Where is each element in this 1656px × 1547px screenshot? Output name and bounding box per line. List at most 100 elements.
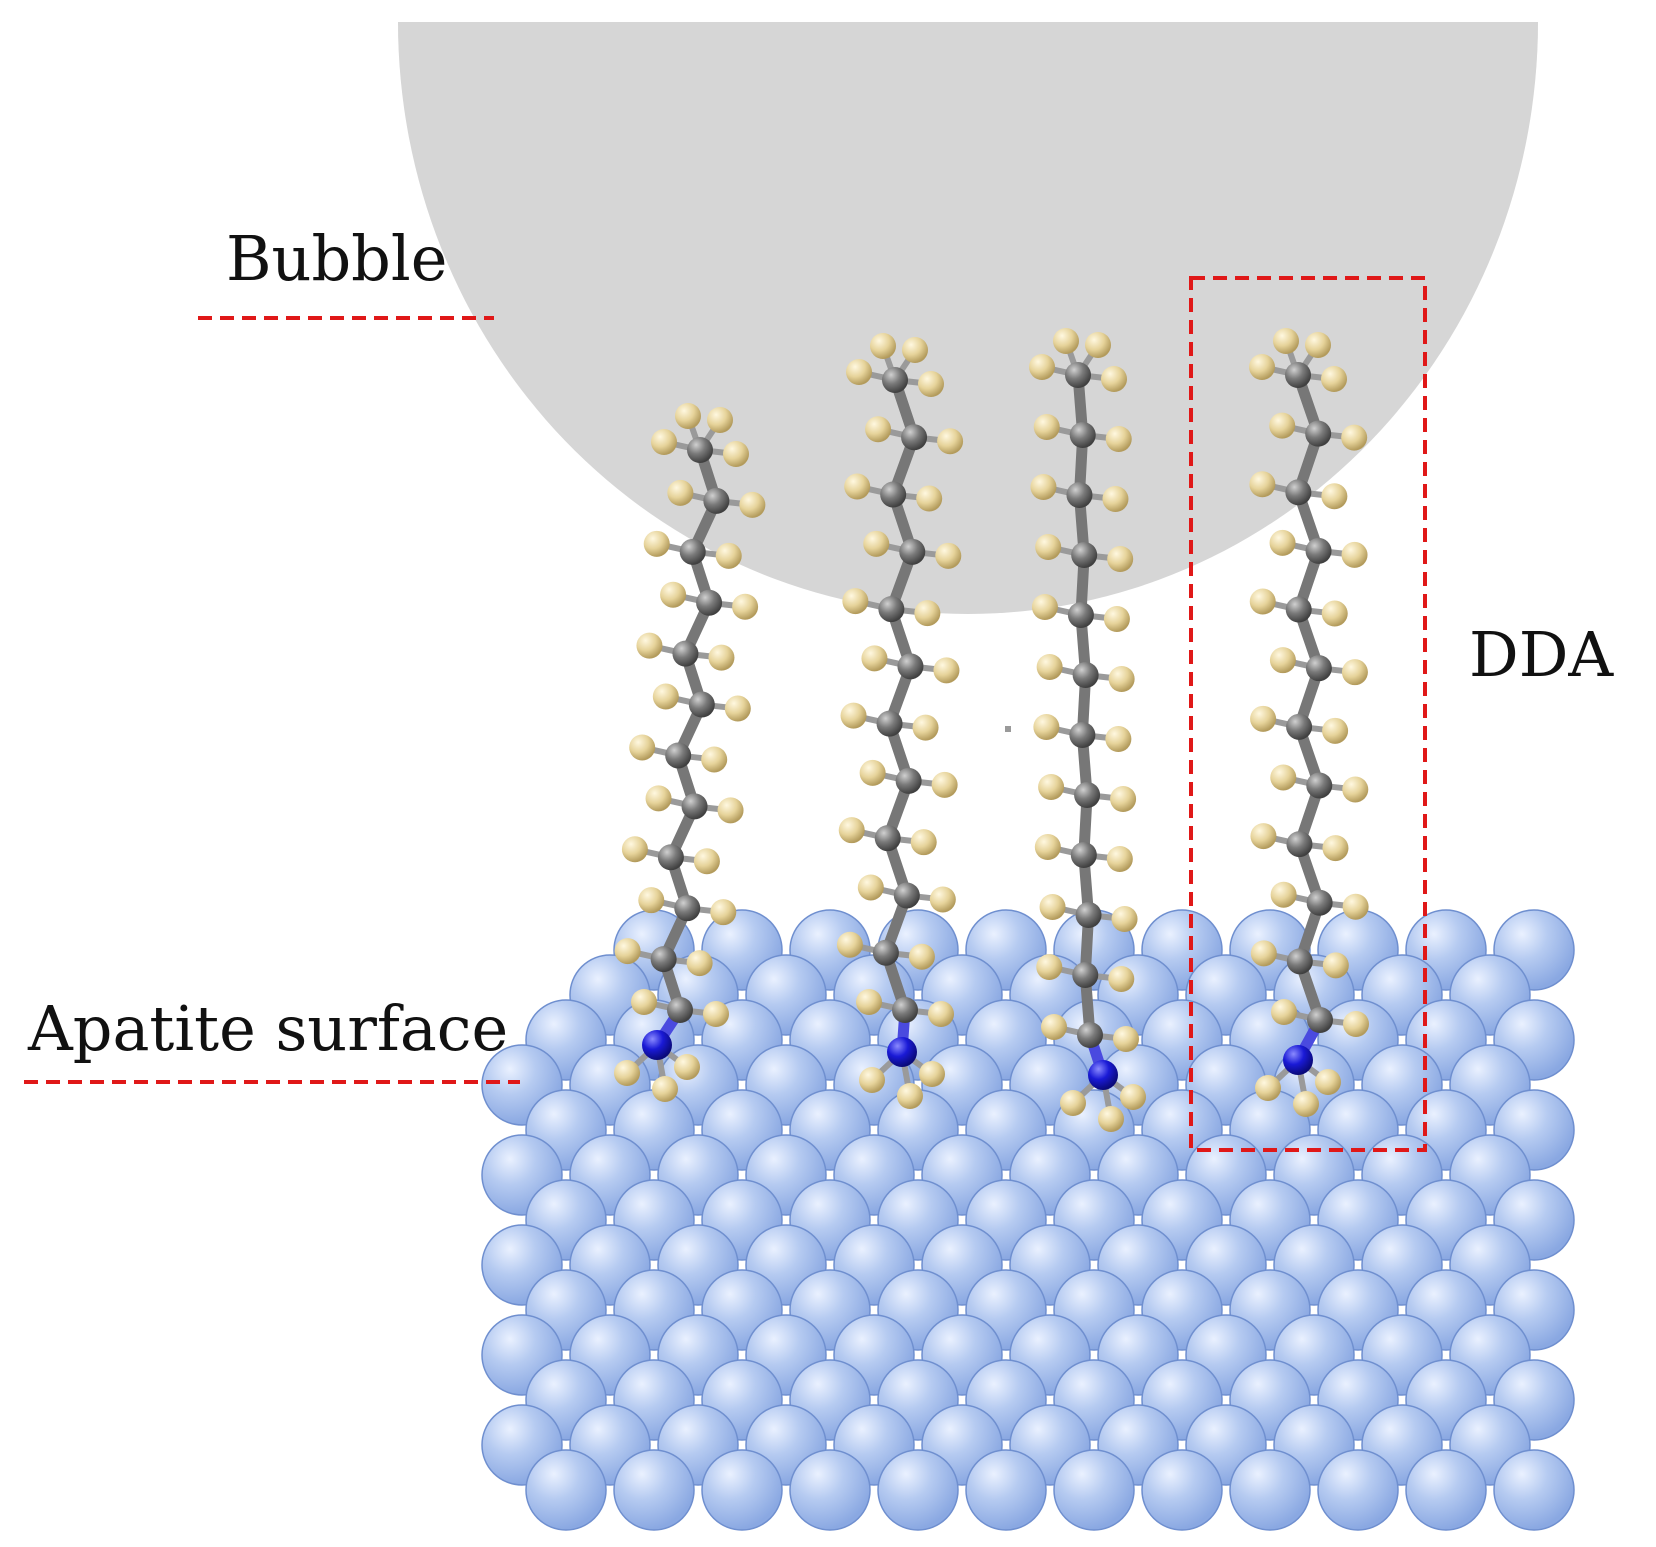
carbon-atom <box>674 895 701 922</box>
hydrogen-atom <box>674 1054 700 1080</box>
hydrogen-atom <box>723 441 749 467</box>
hydrogen-atom <box>918 371 944 397</box>
carbon-atom <box>1069 722 1096 748</box>
hydrogen-atom <box>1342 776 1369 803</box>
hydrogen-atom <box>1120 1084 1146 1110</box>
hydrogen-atom <box>614 938 641 965</box>
hydrogen-atom <box>1108 666 1135 692</box>
hydrogen-atom <box>1305 332 1331 358</box>
hydrogen-atom <box>916 485 943 512</box>
hydrogen-atom <box>1039 894 1066 920</box>
hydrogen-atom <box>652 1076 678 1102</box>
hydrogen-atom <box>1341 424 1368 451</box>
hydrogen-atom <box>1101 366 1127 392</box>
carbon-atom <box>1075 902 1102 928</box>
hydrogen-atom <box>629 734 656 761</box>
hydrogen-atom <box>1322 952 1349 979</box>
carbon-atom <box>897 653 924 680</box>
hydrogen-atom <box>1321 483 1348 510</box>
nitrogen-atom <box>642 1030 672 1060</box>
hydrogen-atom <box>912 714 939 741</box>
hydrogen-atom <box>1270 764 1297 791</box>
hydrogen-atom <box>1269 529 1296 556</box>
hydrogen-atom <box>838 817 865 844</box>
hydrogen-atom <box>861 645 888 672</box>
carbon-atom <box>1066 482 1093 508</box>
surface-atom <box>525 1449 607 1531</box>
carbon-atom <box>876 710 903 737</box>
hydrogen-atom <box>1041 1014 1067 1040</box>
carbon-atom <box>1307 1007 1333 1033</box>
carbon-atom <box>665 742 692 769</box>
hydrogen-atom <box>1107 546 1134 572</box>
surface-atom <box>1053 1449 1135 1531</box>
surface-atom <box>1317 1449 1399 1531</box>
carbon-atom <box>872 939 899 966</box>
hydrogen-atom <box>1343 1011 1369 1037</box>
bubble-label: Bubble <box>226 222 448 295</box>
hydrogen-atom <box>1341 659 1368 686</box>
carbon-atom <box>895 767 922 794</box>
hydrogen-atom <box>856 989 882 1015</box>
carbon-atom <box>882 367 908 393</box>
dda-molecule <box>836 333 964 1109</box>
carbon-atom <box>1285 362 1311 388</box>
hydrogen-atom <box>910 829 937 856</box>
hydrogen-atom <box>1271 999 1297 1025</box>
hydrogen-atom <box>908 943 935 970</box>
hydrogen-atom <box>844 473 871 500</box>
dda-molecule <box>614 403 766 1102</box>
surface-atom <box>1493 1449 1575 1531</box>
hydrogen-atom <box>1322 835 1349 862</box>
hydrogen-atom <box>1342 893 1369 920</box>
surface-atom <box>1141 1449 1223 1531</box>
carbon-atom <box>1285 596 1312 623</box>
surface-atom <box>1229 1449 1311 1531</box>
carbon-atom <box>1065 362 1091 388</box>
hydrogen-atom <box>935 542 962 569</box>
hydrogen-atom <box>937 428 964 455</box>
hydrogen-atom <box>667 479 694 506</box>
hydrogen-atom <box>717 797 744 824</box>
carbon-atom <box>1305 537 1332 564</box>
hydrogen-atom <box>846 359 872 385</box>
hydrogen-atom <box>1315 1069 1341 1095</box>
hydrogen-atom <box>707 407 733 433</box>
dda-molecule <box>1249 328 1369 1117</box>
apatite-surface-label: Apatite surface <box>28 992 509 1065</box>
carbon-atom <box>1077 1022 1103 1048</box>
hydrogen-atom <box>645 785 672 812</box>
carbon-atom <box>1306 889 1333 916</box>
carbon-atom <box>878 596 905 623</box>
hydrogen-atom <box>1110 786 1137 812</box>
hydrogen-atom <box>1111 906 1138 932</box>
carbon-atom <box>650 946 677 973</box>
carbon-atom <box>1070 842 1097 868</box>
nitrogen-atom <box>1088 1060 1118 1090</box>
hydrogen-atom <box>1085 332 1111 358</box>
hydrogen-atom <box>1038 774 1065 800</box>
hydrogen-atom <box>1321 366 1347 392</box>
hydrogen-atom <box>1033 414 1060 440</box>
hydrogen-atom <box>1031 594 1058 620</box>
bubble-body <box>398 22 1538 614</box>
hydrogen-atom <box>865 416 892 443</box>
hydrogen-atom <box>1269 647 1296 674</box>
carbon-atom <box>1071 542 1098 568</box>
hydrogen-atom <box>701 746 728 773</box>
hydrogen-atom <box>1249 471 1276 498</box>
hydrogen-atom <box>1341 541 1368 568</box>
hydrogen-atom <box>715 542 742 569</box>
carbon-atom <box>892 997 918 1023</box>
hydrogen-atom <box>919 1061 945 1087</box>
hydrogen-atom <box>1029 354 1055 380</box>
hydrogen-atom <box>1322 717 1349 744</box>
carbon-atom <box>874 825 901 852</box>
dda-molecule <box>1029 328 1146 1132</box>
hydrogen-atom <box>1035 534 1062 560</box>
hydrogen-atom <box>631 989 657 1015</box>
carbon-atom <box>1305 420 1332 447</box>
surface-atom <box>1405 1449 1487 1531</box>
